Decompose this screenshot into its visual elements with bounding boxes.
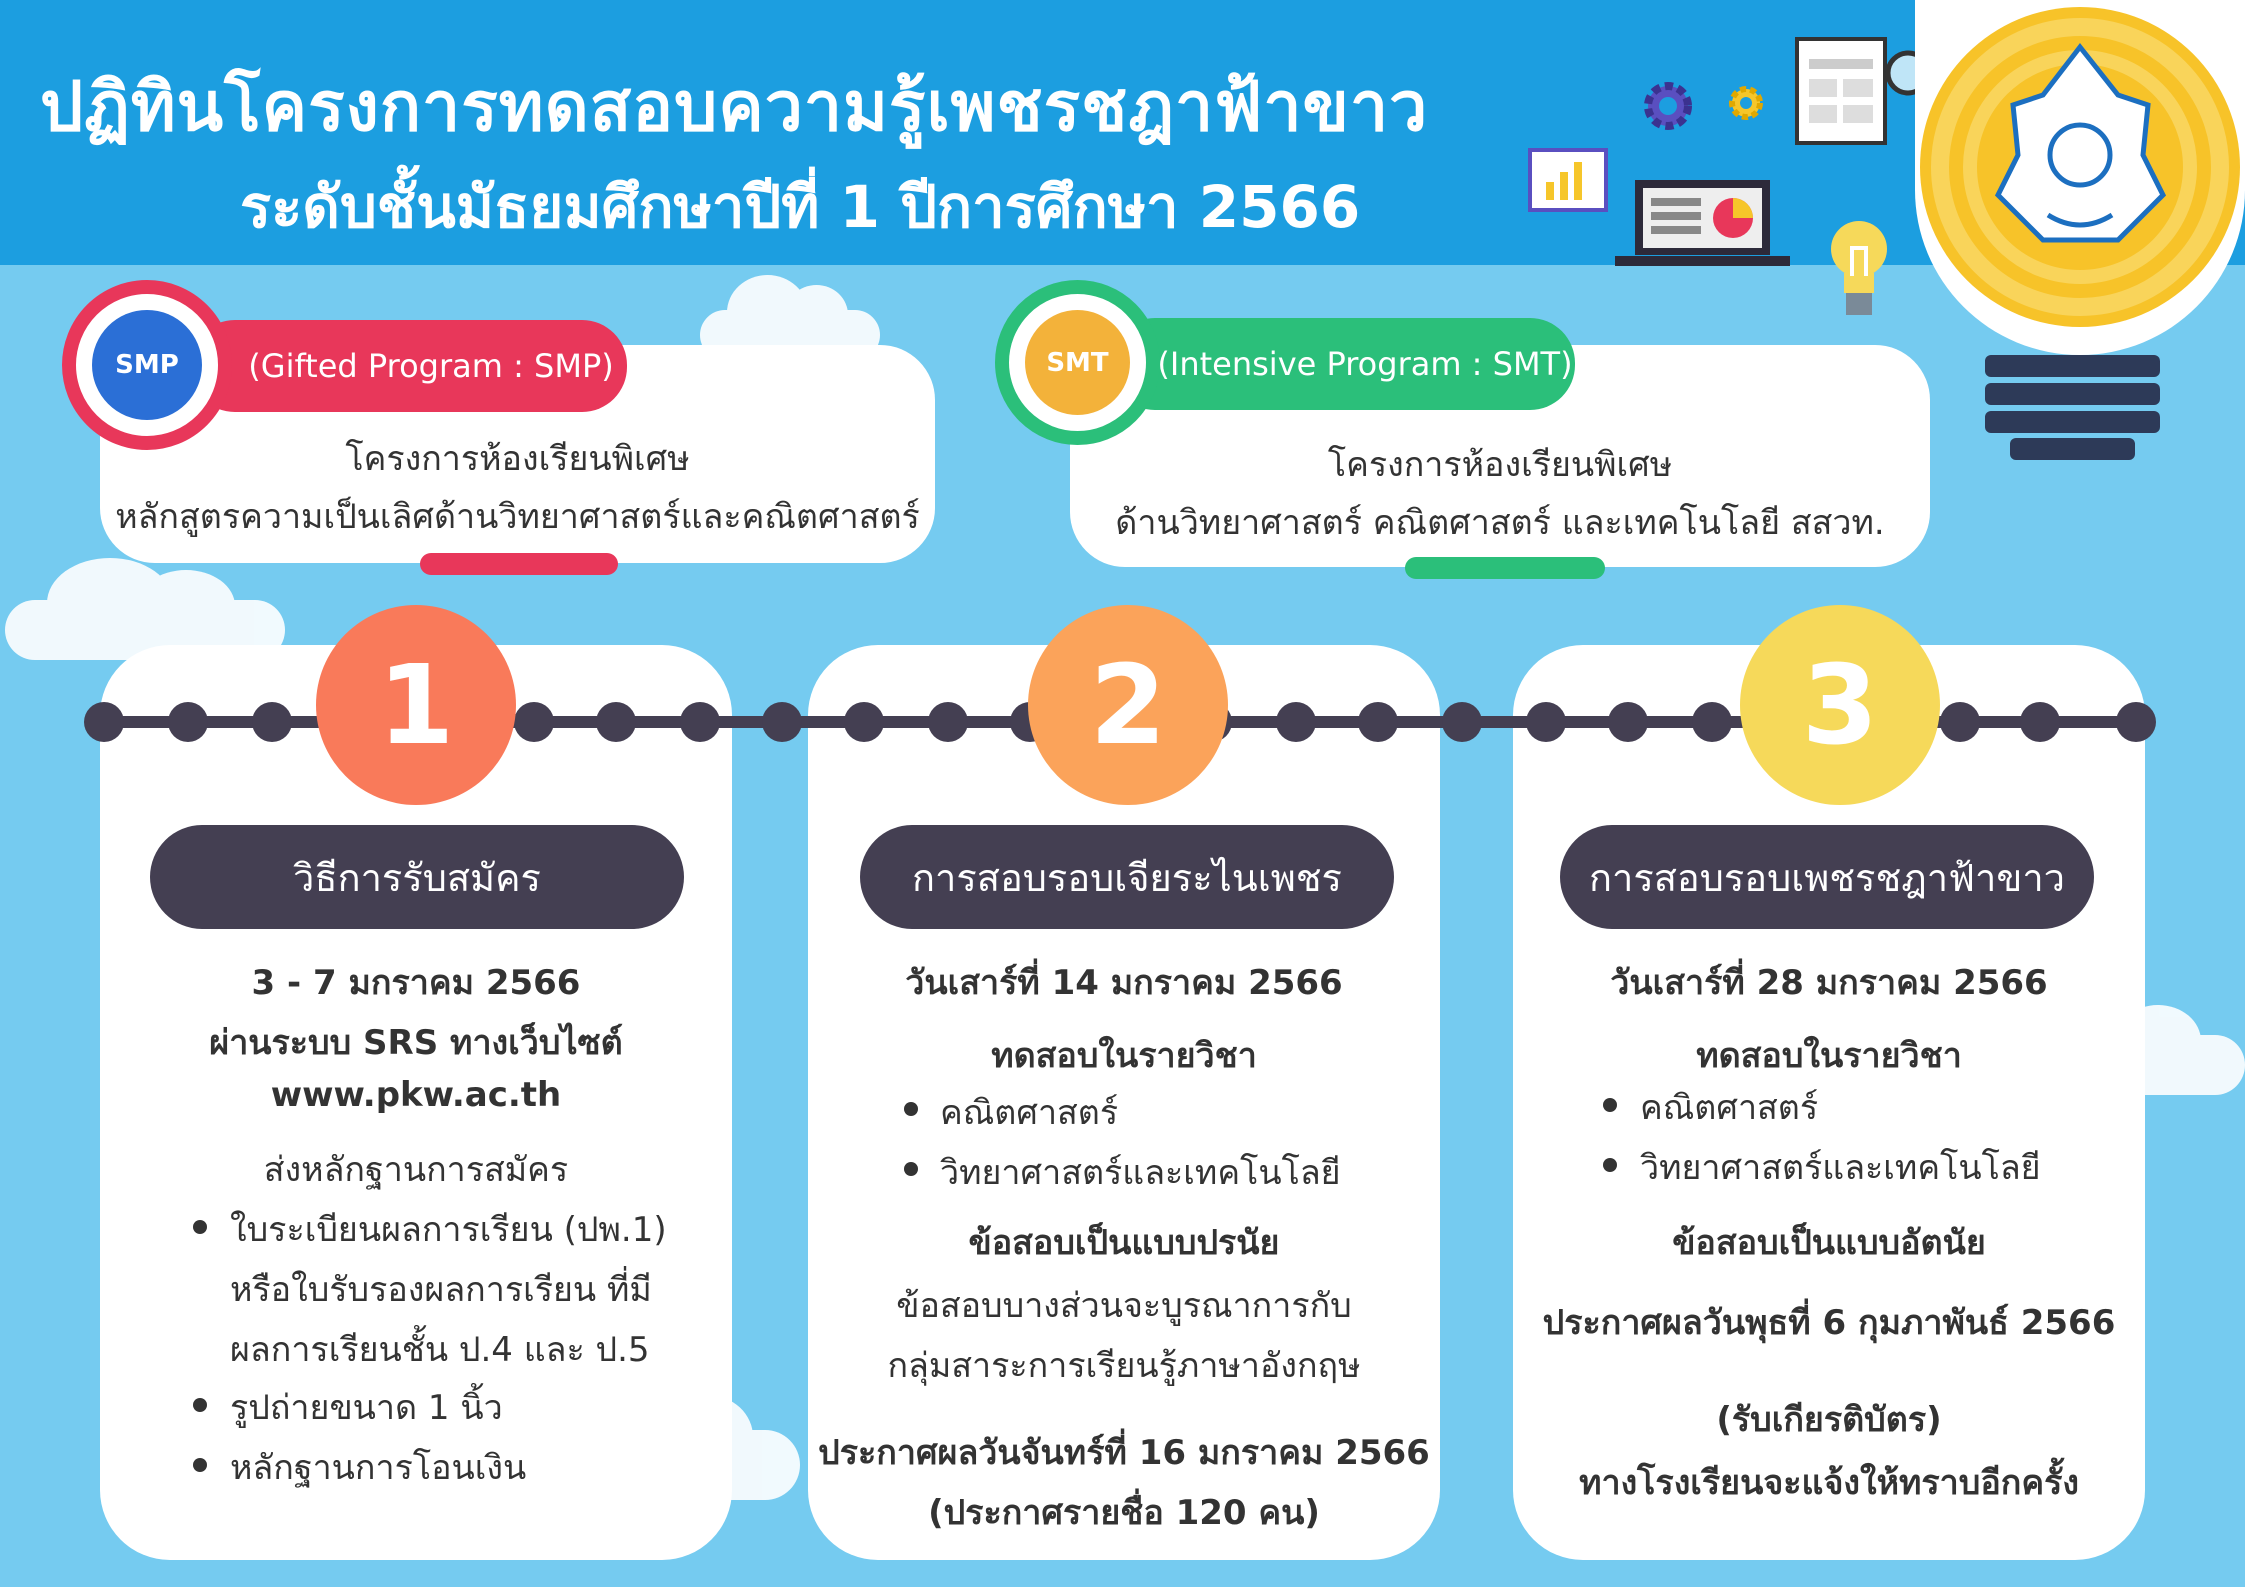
- clipboard-icon: [1795, 35, 1890, 145]
- timeline-dot: [2020, 702, 2060, 742]
- timeline-dot: [596, 702, 636, 742]
- school-emblem-icon: [1918, 5, 2243, 330]
- timeline-dot: [762, 702, 802, 742]
- timeline-dot: [928, 702, 968, 742]
- step-number-2: 2: [1028, 605, 1228, 805]
- program-badge-smp: SMP: [62, 280, 232, 450]
- program-desc-line: หลักสูตรความเป็นเลิศด้านวิทยาศาสตร์และคณ…: [115, 497, 920, 537]
- step2-date: วันเสาร์ที่ 14 มกราคม 2566: [905, 963, 1343, 1003]
- timeline-dot: [1692, 702, 1732, 742]
- program-underline-smt: [1405, 557, 1605, 579]
- bullet-icon: [193, 1398, 207, 1412]
- step3-subject-heading: ทดสอบในรายวิชา: [1696, 1036, 1962, 1076]
- timeline-dot: [1442, 702, 1482, 742]
- gear-icon: [1640, 78, 1696, 134]
- step1-doc-item: รูปถ่ายขนาด 1 นิ้ว: [230, 1388, 503, 1428]
- timeline-dot: [1940, 702, 1980, 742]
- page-subtitle: ระดับชั้นมัธยมศึกษาปีที่ 1 ปีการศึกษา 25…: [240, 173, 1361, 241]
- timeline-dot: [168, 702, 208, 742]
- gear-small-icon: [1725, 82, 1767, 124]
- bullet-icon: [1603, 1098, 1617, 1112]
- bulb-base: [1985, 411, 2160, 433]
- chart-screen-icon: [1528, 148, 1610, 214]
- step-number-1: 1: [316, 605, 516, 805]
- timeline-dot: [1526, 702, 1566, 742]
- step1-date: 3 - 7 มกราคม 2566: [251, 963, 581, 1003]
- step1-doc-item: ใบระเบียนผลการเรียน (ปพ.1): [230, 1210, 667, 1250]
- bullet-icon: [193, 1458, 207, 1472]
- smt-logo-icon: SMT: [1046, 347, 1109, 378]
- step-number-text: 2: [1089, 641, 1167, 769]
- step1-documents-heading: ส่งหลักฐานการสมัคร: [263, 1150, 569, 1190]
- step1-doc-item: หรือใบรับรองผลการเรียน ที่มี: [230, 1270, 652, 1310]
- step3-certificate-note: ทางโรงเรียนจะแจ้งให้ทราบอีกครั้ง: [1579, 1463, 2079, 1503]
- lightbulb-icon: [1828, 218, 1890, 320]
- bulb-base: [1985, 355, 2160, 377]
- step2-note: กลุ่มสาระการเรียนรู้ภาษาอังกฤษ: [887, 1346, 1361, 1386]
- laptop-icon: [1615, 178, 1790, 268]
- timeline-dot: [1358, 702, 1398, 742]
- bulb-base: [2010, 438, 2135, 460]
- bullet-icon: [904, 1102, 918, 1116]
- step2-exam-type: ข้อสอบเป็นแบบปรนัย: [968, 1223, 1280, 1263]
- timeline-dot: [514, 702, 554, 742]
- step2-announce-note: (ประกาศรายชื่อ 120 คน): [928, 1493, 1320, 1533]
- step3-exam-type: ข้อสอบเป็นแบบอัตนัย: [1672, 1223, 1986, 1263]
- step-number-text: 1: [377, 641, 455, 769]
- program-desc-line: โครงการห้องเรียนพิเศษ: [1327, 445, 1673, 485]
- step-number-text: 3: [1801, 641, 1879, 769]
- timeline-dot: [252, 702, 292, 742]
- timeline-dot: [1608, 702, 1648, 742]
- program-label-smp: (Gifted Program : SMP): [190, 320, 627, 412]
- step2-announce: ประกาศผลวันจันทร์ที่ 16 มกราคม 2566: [818, 1433, 1430, 1473]
- bullet-icon: [1603, 1158, 1617, 1172]
- page-title: ปฏิทินโครงการทดสอบความรู้เพชรชฎาฟ้าขาว: [40, 68, 1429, 147]
- program-badge-smt: SMT: [995, 280, 1160, 445]
- step1-doc-item: หลักฐานการโอนเงิน: [230, 1448, 527, 1488]
- step3-subject-item: วิทยาศาสตร์และเทคโนโลยี: [1640, 1148, 2041, 1188]
- timeline-dot: [844, 702, 884, 742]
- step2-subject-item: คณิตศาสตร์: [940, 1093, 1119, 1133]
- smp-logo-icon: SMP: [115, 350, 179, 380]
- bulb-base: [1985, 383, 2160, 405]
- step3-subject-item: คณิตศาสตร์: [1640, 1088, 1819, 1128]
- bullet-icon: [193, 1220, 207, 1234]
- step-title-3: การสอบรอบเพชรชฎาฟ้าขาว: [1560, 825, 2094, 929]
- step1-website: www.pkw.ac.th: [270, 1075, 562, 1115]
- step2-note: ข้อสอบบางส่วนจะบูรณาการกับ: [896, 1286, 1352, 1326]
- bullet-icon: [904, 1162, 918, 1176]
- timeline-dot: [2116, 702, 2156, 742]
- program-desc-line: ด้านวิทยาศาสตร์ คณิตศาสตร์ และเทคโนโลยี …: [1115, 503, 1885, 543]
- program-label-text: (Gifted Program : SMP): [248, 347, 614, 385]
- step-title-2: การสอบรอบเจียระไนเพชร: [860, 825, 1394, 929]
- step3-certificate: (รับเกียรติบัตร): [1716, 1400, 1942, 1440]
- cloud-decoration: [5, 558, 285, 660]
- step1-doc-item: ผลการเรียนชั้น ป.4 และ ป.5: [230, 1330, 650, 1370]
- step-number-3: 3: [1740, 605, 1940, 805]
- step3-announce: ประกาศผลวันพุธที่ 6 กุมภาพันธ์ 2566: [1542, 1303, 2116, 1343]
- program-label-smt: (Intensive Program : SMT): [1110, 318, 1575, 410]
- step3-date: วันเสาร์ที่ 28 มกราคม 2566: [1610, 963, 2048, 1003]
- program-label-text: (Intensive Program : SMT): [1157, 345, 1573, 383]
- program-underline-smp: [420, 553, 618, 575]
- program-desc-smp: โครงการห้องเรียนพิเศษ หลักสูตรความเป็นเล…: [100, 430, 935, 546]
- step1-channel: ผ่านระบบ SRS ทางเว็บไซต์: [209, 1023, 623, 1063]
- timeline-dot: [680, 702, 720, 742]
- step-title-1: วิธีการรับสมัคร: [150, 825, 684, 929]
- program-desc-smt: โครงการห้องเรียนพิเศษ ด้านวิทยาศาสตร์ คณ…: [1070, 436, 1930, 552]
- timeline-dot: [1276, 702, 1316, 742]
- timeline-dot: [84, 702, 124, 742]
- program-desc-line: โครงการห้องเรียนพิเศษ: [345, 439, 690, 479]
- step2-subject-item: วิทยาศาสตร์และเทคโนโลยี: [940, 1153, 1341, 1193]
- step2-subject-heading: ทดสอบในรายวิชา: [991, 1036, 1257, 1076]
